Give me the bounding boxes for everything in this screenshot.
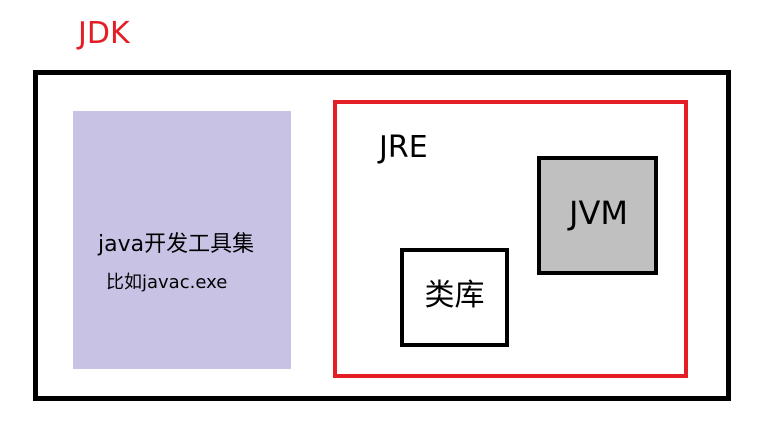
- dev-tools-title: java开发工具集: [98, 232, 255, 257]
- jre-container-box: [333, 100, 688, 378]
- jre-title: JRE: [379, 130, 428, 165]
- class-library-label: 类库: [424, 277, 485, 313]
- class-library-box: 类库: [400, 248, 509, 347]
- jvm-label: JVM: [569, 193, 628, 232]
- dev-tools-subtitle: 比如javac.exe: [106, 272, 228, 293]
- jvm-box: JVM: [537, 156, 658, 275]
- jdk-title: JDK: [78, 16, 130, 51]
- dev-tools-box: [73, 111, 291, 369]
- jdk-container-box: [33, 70, 731, 401]
